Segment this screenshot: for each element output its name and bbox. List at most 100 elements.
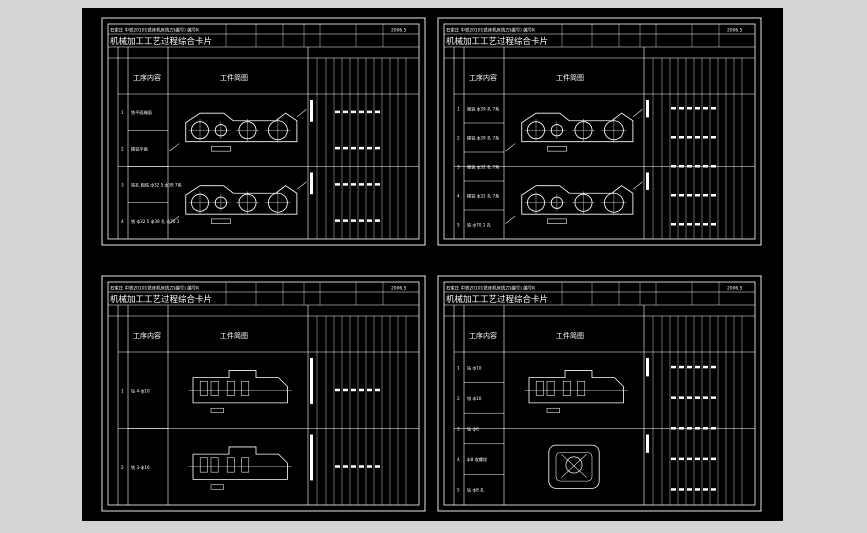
- vertical-label: [310, 358, 313, 404]
- cell-value: [695, 136, 700, 139]
- bore: [241, 457, 250, 473]
- cell-value: [335, 183, 340, 186]
- cell-value: [351, 465, 356, 468]
- cell-value: [679, 194, 684, 197]
- card-date: 2006.5: [727, 286, 743, 292]
- part-sketch: [188, 370, 293, 414]
- part-sketch: [169, 181, 307, 224]
- dim-box: [211, 146, 231, 152]
- cell-value: [679, 396, 684, 399]
- cell-value: [671, 136, 676, 139]
- cell-value: [351, 219, 356, 222]
- step-number: 2: [121, 465, 124, 470]
- cell-value: [687, 457, 692, 461]
- cell-value: [343, 110, 348, 114]
- cell-value: [711, 365, 716, 369]
- cell-value: [359, 110, 364, 114]
- cell-value: [375, 110, 380, 114]
- dim-box: [547, 218, 567, 224]
- cell-value: [367, 110, 372, 114]
- bore: [241, 380, 250, 396]
- dim-box: [211, 218, 231, 224]
- cell-value: [351, 183, 356, 186]
- step-number: 5: [457, 488, 460, 493]
- process-card-3: 石家庄 中铁20101铣床机床铣刀(编号) 编号K机械加工工艺过程综合卡片200…: [101, 275, 426, 512]
- cell-value: [703, 107, 708, 110]
- cell-value: [367, 465, 372, 468]
- step-number: 3: [121, 183, 124, 188]
- part-outline: [548, 444, 600, 489]
- part-sketch: [188, 446, 293, 490]
- step-number: 1: [457, 107, 460, 112]
- cell-value: [351, 110, 356, 114]
- part-sketch: [548, 444, 600, 489]
- step-number: 1: [121, 110, 124, 115]
- step-text: 粗铣 ф32 孔 7系: [467, 164, 499, 171]
- cell-value: [695, 223, 700, 226]
- step-number: 1: [457, 365, 460, 370]
- step-number: 2: [121, 146, 124, 151]
- cell-value: [343, 219, 348, 222]
- cell-value: [343, 465, 348, 468]
- cell-value: [711, 136, 716, 139]
- cell-value: [711, 457, 716, 461]
- step-number: 2: [457, 396, 460, 401]
- table-frame: [107, 281, 420, 506]
- bore: [535, 380, 544, 396]
- cell-value: [359, 219, 364, 222]
- leader: [505, 109, 643, 152]
- cell-value: [695, 107, 700, 110]
- cell-value: [335, 110, 340, 114]
- cell-value: [711, 223, 716, 226]
- vertical-label: [310, 172, 313, 195]
- card-date: 2006.5: [391, 28, 407, 34]
- part-sketch: [505, 109, 643, 152]
- cell-value: [703, 136, 708, 139]
- step-text: 精铣 ф39 孔 7系: [467, 135, 499, 142]
- step-text: ф8 攻螺纹: [467, 456, 488, 463]
- process-card-2: 石家庄 中铁20101铣床机床铣刀(编号) 编号K机械加工工艺过程综合卡片200…: [437, 17, 762, 246]
- part-sketch: [505, 181, 643, 224]
- cell-value: [359, 388, 364, 392]
- step-number: 4: [121, 219, 124, 224]
- bore: [226, 457, 235, 473]
- cell-value: [671, 488, 676, 491]
- section-sketch-heading: 工件简图: [220, 331, 248, 340]
- vertical-label: [646, 358, 649, 377]
- cell-value: [343, 388, 348, 392]
- cell-value: [679, 365, 684, 369]
- card-border: [101, 17, 426, 246]
- cell-value: [343, 183, 348, 186]
- cell-value: [687, 396, 692, 399]
- step-number: 3: [457, 427, 460, 432]
- bore: [226, 380, 235, 396]
- card-border: [437, 275, 762, 512]
- part-outline: [192, 370, 288, 404]
- step-text: 铣 ф32.5 ф39 孔 ф70.1: [131, 218, 180, 225]
- vertical-label: [646, 100, 649, 118]
- leader: [169, 109, 307, 152]
- section-sketch-heading: 工件简图: [220, 73, 248, 82]
- cell-value: [687, 136, 692, 139]
- step-text: 铣孔 粗铣 ф32.5 ф39 7系: [131, 182, 182, 189]
- cell-value: [335, 219, 340, 222]
- part-inner: [555, 452, 593, 482]
- cell-value: [703, 488, 708, 491]
- cell-value: [695, 396, 700, 399]
- cell-value: [367, 388, 372, 392]
- cell-value: [679, 107, 684, 110]
- cell-value: [335, 388, 340, 392]
- cell-value: [711, 396, 716, 399]
- card-border: [101, 275, 426, 512]
- cell-value: [695, 488, 700, 491]
- dim-box: [210, 407, 224, 414]
- cell-value: [679, 223, 684, 226]
- part-sketch: [524, 370, 629, 414]
- bore: [546, 380, 555, 396]
- cell-value: [335, 146, 340, 150]
- cell-value: [359, 183, 364, 186]
- vertical-label: [646, 172, 649, 190]
- cell-value: [671, 107, 676, 110]
- cell-value: [703, 457, 708, 461]
